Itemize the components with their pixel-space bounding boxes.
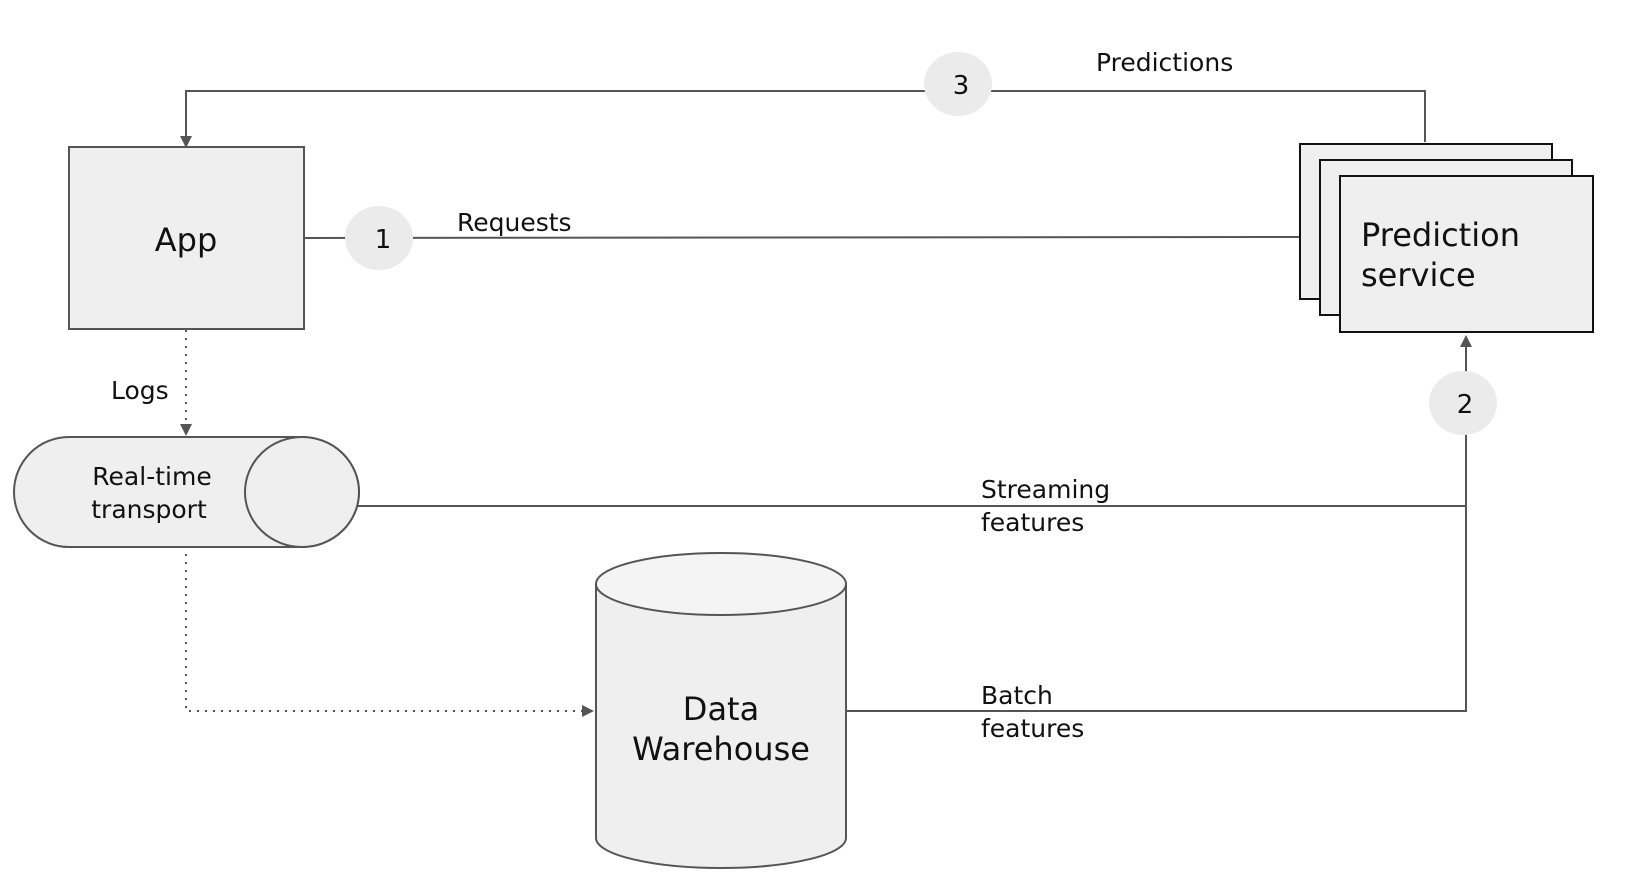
realtime-transport-end-cap [244, 436, 360, 548]
step-badge-2: 2 [1429, 371, 1497, 435]
streaming-features-label-line2: features [981, 508, 1084, 537]
step-badge-1-label: 1 [375, 225, 392, 255]
step-badge-1: 1 [345, 206, 413, 270]
realtime-transport-node: Real-time transport [13, 436, 360, 548]
step-badge-2-label: 2 [1457, 390, 1474, 420]
prediction-service-label-line2: service [1361, 256, 1476, 294]
batch-features-edge [846, 506, 1467, 712]
step-badge-3-label: 3 [953, 71, 970, 101]
streaming-features-label-line1: Streaming [981, 475, 1110, 504]
batch-features-label-line2: features [981, 714, 1084, 743]
predictions-label: Predictions [1096, 48, 1233, 77]
data-warehouse-node: Data Warehouse [595, 552, 847, 869]
app-node: App [68, 146, 305, 330]
app-label: App [155, 221, 218, 259]
data-warehouse-top [595, 552, 847, 616]
step-badge-3: 3 [924, 52, 992, 116]
requests-edge [302, 231, 1320, 244]
data-warehouse-label-line1: Data [683, 690, 759, 728]
prediction-service-node: Prediction service [1299, 143, 1594, 333]
prediction-service-label-line1: Prediction [1361, 216, 1520, 254]
prediction-service-stack-front [1339, 175, 1594, 333]
realtime-transport-label-line2: transport [91, 495, 207, 524]
transport-to-warehouse-edge [185, 546, 594, 717]
predictions-edge [180, 90, 1426, 148]
batch-features-label-line1: Batch [981, 681, 1053, 710]
realtime-transport-label-line1: Real-time [92, 462, 211, 491]
logs-label: Logs [111, 376, 169, 405]
data-warehouse-label-line2: Warehouse [632, 730, 810, 768]
requests-label: Requests [457, 208, 572, 237]
